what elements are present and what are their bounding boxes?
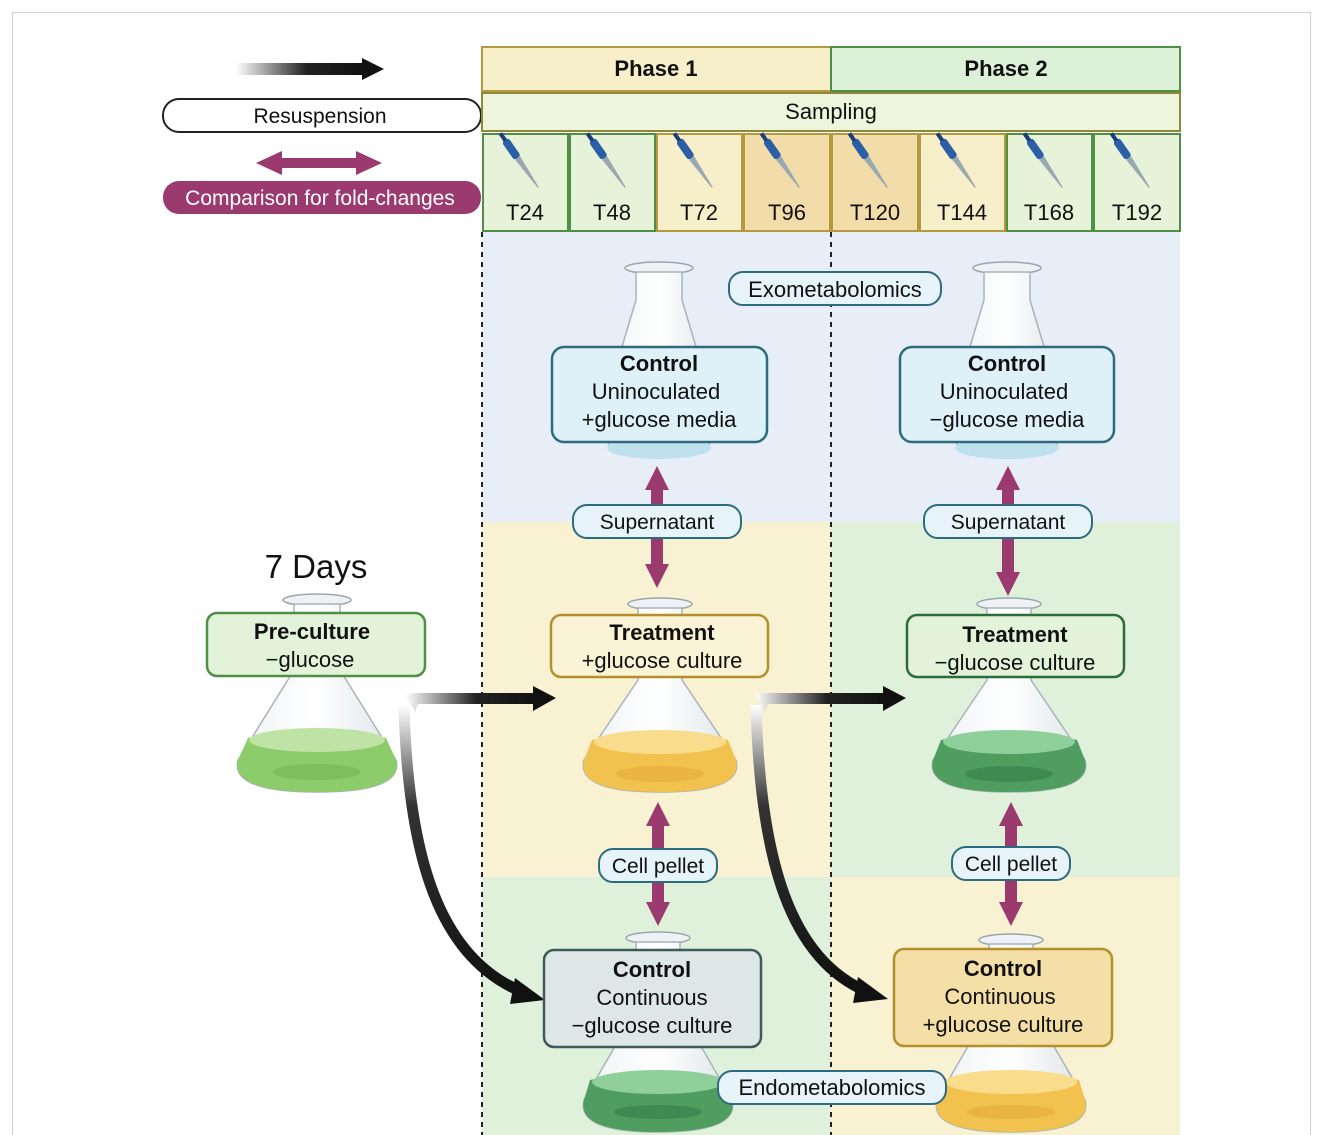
resuspension-curve-to-phase1-control [398, 704, 545, 1004]
phase1-treatment-title: Treatment [609, 620, 715, 645]
phase2-header [830, 46, 1181, 92]
phase1-treatment-box [549, 613, 770, 679]
timepoint-t72-cell: T72 [656, 132, 743, 232]
timepoint-label: T144 [937, 200, 987, 225]
legend-comparison-arrow [256, 151, 382, 175]
phase1-continuous-title: Control [613, 957, 691, 982]
phase2-media-control-line1: Uninoculated [940, 379, 1068, 404]
phase1-continuous-flask-icon [582, 931, 734, 1133]
phase2-treatment-line1: −glucose culture [935, 650, 1096, 675]
phase2-cell-pellet-comparison-arrow [999, 802, 1023, 926]
timepoint-label: T168 [1024, 200, 1074, 225]
phase1-media-control-box [550, 345, 769, 444]
phase2-supernatant-tag [923, 504, 1093, 539]
pipette-icon [1022, 132, 1063, 188]
phase2-cell-pellet-tag [951, 846, 1071, 881]
phase1-media-control-line1: Uninoculated [592, 379, 720, 404]
phase2-cell-pellet-label: Cell pellet [965, 853, 1057, 876]
figure-frame [12, 12, 1311, 1135]
phase1-header-label: Phase 1 [614, 56, 697, 81]
phase1-treatment-line1: +glucose culture [582, 648, 743, 673]
phase2-media-control-line2: −glucose media [930, 407, 1085, 432]
preculture-duration: 7 Days [265, 548, 368, 585]
phase2-media-control-box [898, 345, 1116, 444]
phase1-supernatant-comparison-arrow [645, 466, 669, 588]
preculture-flask-icon [236, 593, 398, 793]
phase1-supernatant-tag [572, 504, 742, 539]
preculture-title: Pre-culture [254, 619, 370, 644]
phase2-continuous-control-box [892, 947, 1114, 1048]
phase1-cell-pellet-label: Cell pellet [612, 855, 704, 878]
sampling-header [481, 92, 1181, 132]
legend-resuspension-arrow [236, 58, 384, 80]
preculture-subtitle: −glucose [266, 647, 355, 672]
timepoint-label: T48 [593, 200, 631, 225]
timepoint-t192-cell: T192 [1093, 132, 1181, 232]
exometabolomics-tag [728, 271, 942, 306]
phase1-cell-pellet-comparison-arrow [646, 802, 670, 926]
pipette-icon [672, 132, 713, 188]
timepoint-label: T192 [1112, 200, 1162, 225]
phase2-continuous-line1: Continuous [944, 984, 1055, 1009]
phase2-media-control-title: Control [968, 351, 1046, 376]
legend-comparison-pill [163, 181, 481, 214]
phase1-cell-pellet-tag [598, 848, 718, 883]
phase1-media-control-title: Control [620, 351, 698, 376]
timepoint-label: T120 [850, 200, 900, 225]
phase2-continuous-line2: +glucose culture [923, 1012, 1084, 1037]
timepoint-t48-cell: T48 [569, 132, 656, 232]
phase2-header-label: Phase 2 [964, 56, 1047, 81]
resuspension-curve-to-phase2-control [750, 704, 888, 1003]
pipette-icon [1109, 132, 1150, 188]
phase2-treatment-title: Treatment [962, 622, 1068, 647]
pipette-icon [759, 132, 800, 188]
timepoint-t24-cell: T24 [482, 132, 569, 232]
phase1-treatment-flask-icon [582, 597, 738, 793]
phase2-treatment-box [905, 613, 1126, 679]
timepoint-label: T72 [680, 200, 718, 225]
legend-comparison-label: Comparison for fold-changes [185, 187, 455, 210]
pipette-icon [585, 132, 626, 188]
preculture-box [205, 611, 427, 678]
phase1-continuous-control-box [542, 948, 763, 1049]
timepoint-t96-cell: T96 [743, 132, 831, 232]
phase2-treatment-flask-icon [931, 597, 1087, 793]
phase2-supernatant-comparison-arrow [996, 466, 1020, 596]
resuspension-arrow-to-phase1 [405, 686, 556, 712]
timepoint-label: T96 [768, 200, 806, 225]
phase2-supernatant-label: Supernatant [951, 511, 1066, 534]
phase1-supernatant-label: Supernatant [600, 511, 715, 534]
phase1-continuous-line1: Continuous [596, 985, 707, 1010]
pipette-icon [935, 132, 976, 188]
timepoint-t144-cell: T144 [919, 132, 1006, 232]
pipette-icon [847, 132, 888, 188]
timepoint-label: T24 [506, 200, 544, 225]
phase2-continuous-title: Control [964, 956, 1042, 981]
phase1-media-control-line2: +glucose media [582, 407, 737, 432]
timepoint-t120-cell: T120 [831, 132, 919, 232]
endometabolomics-label: Endometabolomics [738, 1075, 925, 1100]
endometabolomics-tag [717, 1070, 947, 1105]
timepoint-t168-cell: T168 [1006, 132, 1093, 232]
resuspension-arrow-to-phase2 [755, 686, 906, 712]
pipette-icon [498, 132, 539, 188]
exometabolomics-label: Exometabolomics [748, 277, 922, 302]
legend-resuspension-label: Resuspension [253, 105, 386, 128]
phase1-continuous-line2: −glucose culture [572, 1013, 733, 1038]
sampling-label: Sampling [785, 99, 877, 124]
